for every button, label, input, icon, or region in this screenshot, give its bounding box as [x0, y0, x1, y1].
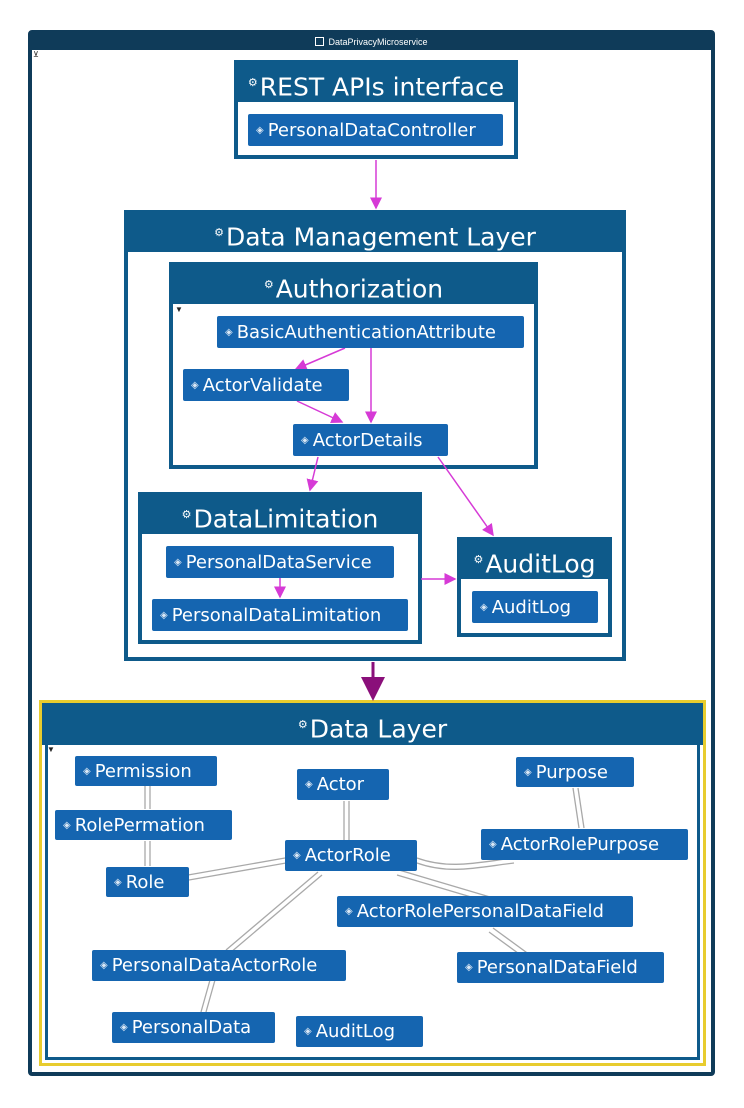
node-audit-log[interactable]: ◈AuditLog	[472, 591, 598, 623]
node-personal-data-field[interactable]: ◈PersonalDataField	[457, 952, 664, 983]
class-icon: ◈	[305, 779, 313, 790]
layer-header: ⚙Authorization	[173, 266, 534, 304]
node-label: Permission	[94, 760, 192, 782]
layer-title: AuditLog	[485, 549, 596, 579]
node-label: PersonalDataActorRole	[111, 955, 318, 976]
node-label: AuditLog	[315, 1021, 396, 1042]
node-label: ActorValidate	[202, 374, 323, 396]
class-icon: ◈	[191, 379, 199, 391]
node-actor-role-purpose[interactable]: ◈ActorRolePurpose	[481, 829, 688, 860]
layer-title: DataLimitation	[193, 504, 379, 534]
node-label: RolePermation	[74, 814, 205, 836]
layer-header: ⚙DataLimitation	[142, 496, 418, 534]
gear-icon: ⚙	[263, 278, 274, 291]
gear-icon: ⚙	[181, 508, 192, 521]
class-icon: ◈	[160, 609, 168, 621]
class-icon: ◈	[83, 765, 91, 777]
associations	[144, 786, 585, 1013]
filter-icon[interactable]: ⊻	[33, 50, 39, 59]
class-icon: ◈	[100, 960, 108, 971]
node-label: ActorRole	[304, 845, 391, 866]
node-personal-data-service[interactable]: ◈PersonalDataService	[166, 546, 394, 578]
gear-icon: ⚙	[214, 226, 224, 239]
node-personal-data-actor-role[interactable]: ◈PersonalDataActorRole	[92, 950, 346, 981]
layer-title: Data Layer	[309, 714, 448, 744]
layer-header: ⚙AuditLog	[461, 541, 608, 579]
node-data-audit-log[interactable]: ◈AuditLog	[296, 1016, 423, 1047]
class-icon: ◈	[489, 839, 497, 850]
diagram-icon	[315, 37, 325, 46]
node-role-permation[interactable]: ◈RolePermation	[55, 810, 232, 840]
layer-authorization[interactable]: ⚙Authorization	[169, 262, 538, 469]
layer-title: REST APIs interface	[259, 72, 505, 102]
class-icon: ◈	[225, 326, 233, 338]
node-basic-authentication-attribute[interactable]: ◈BasicAuthenticationAttribute	[217, 316, 524, 348]
dependency-actorvalidate-to-actordetails	[296, 400, 344, 423]
gear-icon: ⚙	[247, 76, 258, 89]
class-icon: ◈	[114, 876, 122, 888]
class-icon: ◈	[120, 1022, 128, 1033]
node-label: PersonalDataLimitation	[171, 604, 382, 626]
layer-title: Authorization	[275, 274, 444, 304]
node-label: Role	[125, 871, 165, 893]
class-icon: ◈	[480, 601, 488, 613]
node-permission[interactable]: ◈Permission	[75, 756, 217, 786]
node-actor-validate[interactable]: ◈ActorValidate	[183, 369, 349, 401]
node-label: PersonalDataField	[476, 957, 638, 978]
node-personal-data-limitation[interactable]: ◈PersonalDataLimitation	[152, 599, 408, 631]
layer-title: Data Management Layer	[225, 222, 536, 252]
node-label: PersonalDataService	[185, 551, 372, 573]
node-label: ActorRolePurpose	[500, 834, 660, 855]
class-icon: ◈	[465, 962, 473, 973]
class-icon: ◈	[301, 434, 309, 446]
layer-header: ⚙Data Management Layer	[128, 214, 622, 252]
class-icon: ◈	[345, 906, 353, 917]
dependency-actordetails-to-limitation	[306, 456, 319, 492]
layer-header: ⚙Data Layer	[42, 703, 703, 745]
node-label: ActorRolePersonalDataField	[356, 901, 604, 922]
node-label: Purpose	[535, 761, 608, 783]
window-title: DataPrivacyMicroservice	[328, 37, 428, 47]
node-purpose[interactable]: ◈Purpose	[516, 757, 634, 787]
node-label: PersonalDataController	[267, 119, 476, 141]
node-role[interactable]: ◈Role	[106, 867, 189, 897]
node-label: PersonalData	[131, 1017, 252, 1038]
class-icon: ◈	[63, 819, 71, 831]
gear-icon: ⚙	[297, 718, 308, 731]
class-icon: ◈	[304, 1026, 312, 1037]
node-label: AuditLog	[491, 596, 572, 618]
node-actor-details[interactable]: ◈ActorDetails	[293, 424, 448, 456]
layer-header: ⚙REST APIs interface	[238, 64, 514, 102]
dependency-actordetails-to-auditlog	[437, 456, 494, 537]
dependency-basicauth-to-actorvalidate	[294, 347, 346, 371]
class-icon: ◈	[293, 850, 301, 861]
gear-icon: ⚙	[473, 553, 484, 566]
node-personal-data[interactable]: ◈PersonalData	[112, 1012, 275, 1043]
filter-icon[interactable]: ▼	[47, 745, 55, 754]
node-personal-data-controller[interactable]: ◈PersonalDataController	[248, 114, 503, 146]
class-icon: ◈	[256, 124, 264, 136]
window-title-bar: DataPrivacyMicroservice	[32, 34, 711, 50]
node-actor-role[interactable]: ◈ActorRole	[285, 840, 417, 871]
node-actor-role-personal-data-field[interactable]: ◈ActorRolePersonalDataField	[337, 896, 633, 927]
filter-icon[interactable]: ▼	[175, 305, 183, 314]
node-label: Actor	[316, 774, 365, 795]
class-icon: ◈	[524, 766, 532, 778]
node-label: BasicAuthenticationAttribute	[236, 321, 496, 343]
class-icon: ◈	[174, 556, 182, 568]
node-label: ActorDetails	[312, 429, 423, 451]
node-actor[interactable]: ◈Actor	[297, 769, 389, 800]
